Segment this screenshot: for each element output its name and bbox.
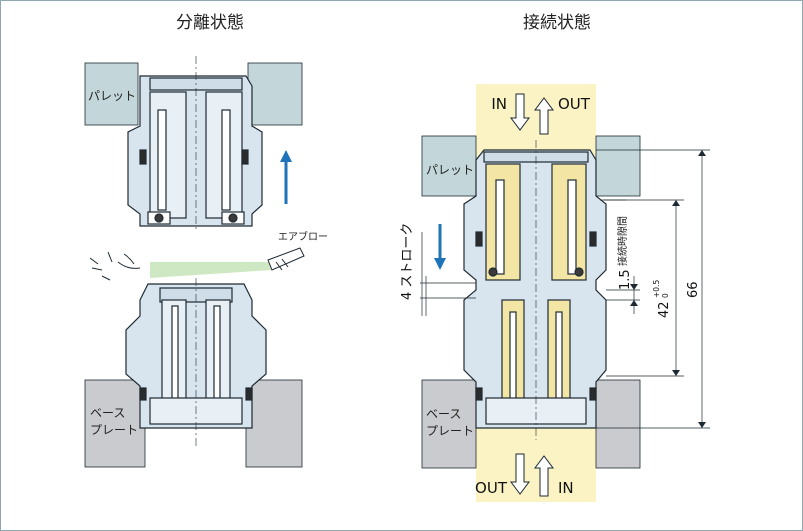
dim-42-tol-lower: 0 [661, 293, 670, 298]
top-out-label: OUT [558, 95, 591, 113]
left-pallet-plate-right [247, 62, 303, 126]
right-connected-coupler [463, 149, 607, 429]
stroke-label: 4 ストローク [400, 223, 415, 300]
bottom-out-arrow-icon [510, 453, 530, 495]
right-base-plate-left [421, 379, 477, 469]
left-pallet-plate-left [84, 62, 139, 126]
dim-42-value: 42 [657, 301, 672, 318]
left-pallet-label: パレット [88, 89, 136, 103]
right-pallet-label: パレット [426, 163, 474, 177]
right-dimension-lines [596, 149, 710, 429]
right-base-plate-right [595, 379, 641, 469]
top-in-arrow-icon [510, 93, 530, 131]
left-panel-title: 分離状態 [176, 13, 244, 33]
left-base-plate-right [245, 379, 303, 468]
left-base-plate-label-line1: ベース [90, 406, 125, 420]
left-upper-coupler [127, 75, 263, 227]
left-lower-coupler [125, 283, 267, 429]
dim-66-value: 66 [686, 281, 701, 298]
top-in-label: IN [491, 95, 507, 113]
bottom-in-arrow-icon [534, 455, 554, 497]
air-blow-label: エアブロー [278, 230, 328, 243]
bottom-in-label: IN [558, 479, 574, 497]
right-base-plate-label-line2: プレート [426, 424, 474, 438]
right-panel-title: 接続状態 [523, 13, 591, 33]
debris-lines-icon [89, 251, 141, 281]
right-pallet-plate-left [421, 135, 477, 197]
dim-42-tol-upper: +0.5 [652, 280, 661, 298]
air-blow-jet [150, 262, 272, 278]
left-base-plate-left [84, 379, 146, 468]
dimension-arrowheads [630, 150, 706, 428]
gap-label: 接続時隙間 [616, 216, 629, 266]
right-base-plate-label-line1: ベース [426, 407, 461, 421]
top-out-arrow-icon [534, 97, 554, 135]
stroke-down-arrow-icon [434, 224, 446, 270]
gap-value: 1.5 [618, 269, 633, 290]
right-pallet-plate-right [595, 135, 641, 197]
lift-up-arrow-icon [280, 150, 292, 204]
left-base-plate-label-line2: プレート [90, 423, 138, 437]
stroke-dimension-lines [420, 232, 476, 316]
air-nozzle-icon [267, 247, 305, 271]
bottom-out-label: OUT [475, 479, 508, 497]
